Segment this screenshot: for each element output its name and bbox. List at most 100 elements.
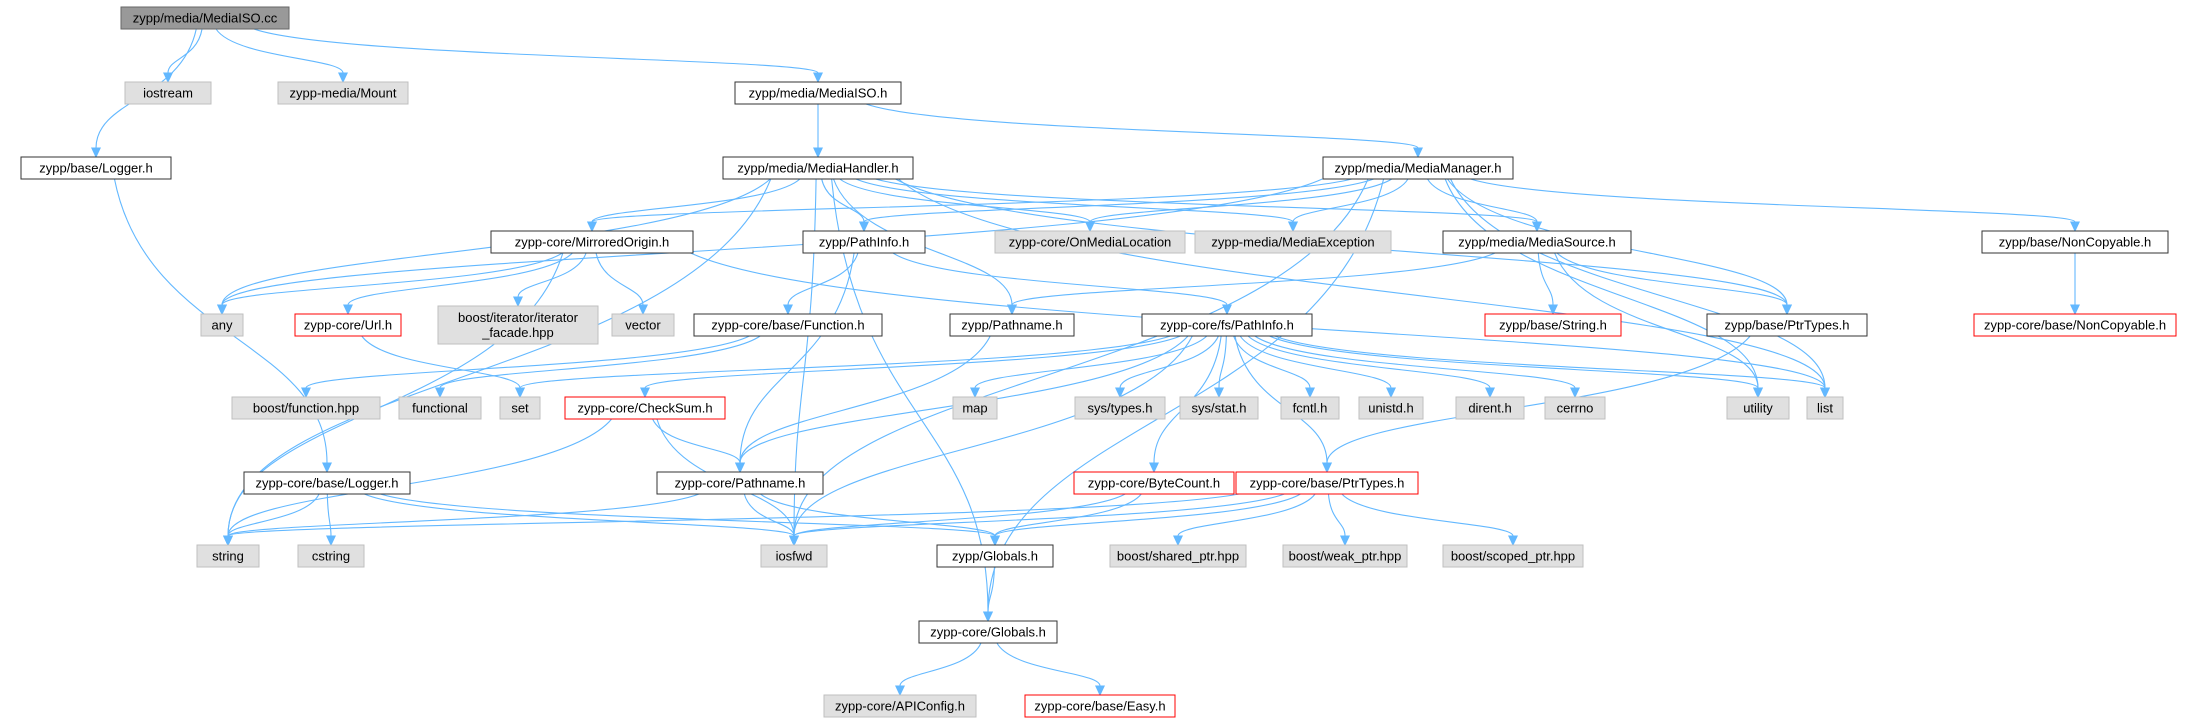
- node-label: zypp/Pathname.h: [961, 318, 1062, 333]
- arrowhead-icon: [813, 72, 823, 84]
- edge-line: [253, 28, 819, 74]
- edge-noncopyable-to-corenoncopyable: [2070, 252, 2080, 316]
- edge-line: [1554, 252, 1759, 389]
- edge-bytecount-to-iosfwd: [789, 493, 1126, 547]
- node-vector: vector: [611, 313, 675, 337]
- node-easy[interactable]: zypp-core/base/Easy.h: [1024, 694, 1176, 718]
- edge-mirroredorigin-to-any: [217, 252, 563, 316]
- edge-line: [1450, 178, 1826, 389]
- node-mirroredorigin[interactable]: zypp-core/MirroredOrigin.h: [490, 230, 694, 254]
- node-set: set: [499, 396, 541, 420]
- arrowhead-icon: [2070, 221, 2080, 233]
- node-mediasource[interactable]: zypp/media/MediaSource.h: [1442, 230, 1632, 254]
- node-label: dirent.h: [1468, 401, 1511, 416]
- node-label: zypp/base/PtrTypes.h: [1724, 318, 1849, 333]
- arrowhead-icon: [1115, 387, 1125, 399]
- node-fspathinfo[interactable]: zypp-core/fs/PathInfo.h: [1141, 313, 1313, 337]
- edge-line: [833, 178, 1013, 306]
- node-corepathname[interactable]: zypp-core/Pathname.h: [656, 471, 824, 495]
- arrowhead-icon: [1413, 147, 1423, 159]
- arrowhead-icon: [338, 72, 348, 84]
- node-checksum[interactable]: zypp-core/CheckSum.h: [564, 396, 726, 420]
- node-label: cstring: [312, 549, 350, 564]
- node-box: [1981, 230, 2169, 254]
- node-box: [196, 544, 260, 568]
- edge-root-to-mediaiso_h: [253, 28, 823, 84]
- edge-line: [974, 335, 1208, 389]
- node-box: [200, 313, 244, 337]
- edge-line: [739, 335, 991, 464]
- node-coreglobals[interactable]: zypp-core/Globals.h: [918, 620, 1058, 644]
- node-noncopyable[interactable]: zypp/base/NonCopyable.h: [1981, 230, 2169, 254]
- edge-line: [987, 566, 995, 613]
- node-label: zypp/media/MediaManager.h: [1335, 161, 1502, 176]
- node-mediaiso-h[interactable]: zypp/media/MediaISO.h: [734, 81, 902, 105]
- edge-line: [644, 335, 1181, 389]
- edge-line: [517, 252, 587, 298]
- edge-coreglobals-to-easy: [996, 642, 1105, 697]
- node-box: [1074, 396, 1166, 420]
- arrowhead-icon: [1007, 304, 1017, 316]
- edge-fspathinfo-to-set: [515, 335, 1171, 399]
- node-mediamanager[interactable]: zypp/media/MediaManager.h: [1322, 156, 1514, 180]
- arrowhead-icon: [1340, 535, 1350, 547]
- node-corenoncopyable[interactable]: zypp-core/base/NonCopyable.h: [1973, 313, 2177, 337]
- node-box: [277, 81, 409, 105]
- node-box: [124, 81, 212, 105]
- node-baseptrtypes[interactable]: zypp/base/PtrTypes.h: [1706, 313, 1868, 337]
- node-bytecount[interactable]: zypp-core/ByteCount.h: [1073, 471, 1235, 495]
- edge-corelogger-to-iosfwd: [364, 493, 799, 547]
- edge-line: [215, 28, 344, 74]
- node-label: zypp-core/base/PtrTypes.h: [1250, 476, 1405, 491]
- node-label: iostream: [143, 86, 193, 101]
- edge-line: [1239, 335, 1392, 389]
- node-pathname[interactable]: zypp/Pathname.h: [949, 313, 1075, 337]
- node-label: zypp/media/MediaISO.cc: [133, 11, 278, 26]
- node-label: zypp/Globals.h: [952, 549, 1038, 564]
- edge-line: [1537, 252, 1554, 306]
- edge-line: [305, 335, 750, 389]
- node-label: any: [212, 318, 233, 333]
- edge-coreglobals-to-apiconfig: [895, 642, 982, 697]
- node-box: [1706, 313, 1868, 337]
- edge-line: [793, 493, 1126, 537]
- node-box: [1235, 471, 1419, 495]
- node-box: [949, 313, 1075, 337]
- node-pathinfo[interactable]: zypp/PathInfo.h: [802, 230, 926, 254]
- node-label: zypp-core/APIConfig.h: [835, 699, 965, 714]
- node-label: zypp-core/MirroredOrigin.h: [515, 235, 670, 250]
- arrowhead-icon: [789, 535, 799, 547]
- node-corelogger[interactable]: zypp-core/base/Logger.h: [243, 471, 411, 495]
- node-box: [1726, 396, 1790, 420]
- node-url[interactable]: zypp-core/Url.h: [294, 313, 402, 337]
- edge-mediahandler-to-mirroredorigin: [587, 178, 801, 233]
- node-root[interactable]: zypp/media/MediaISO.cc: [120, 6, 290, 30]
- edge-line: [439, 335, 761, 389]
- arrowhead-icon: [91, 147, 101, 159]
- node-label: boost/iterator/iterator: [458, 310, 579, 325]
- node-coreptrtypes[interactable]: zypp-core/base/PtrTypes.h: [1235, 471, 1419, 495]
- node-apiconfig: zypp-core/APIConfig.h: [823, 694, 977, 718]
- edge-line: [739, 252, 855, 464]
- node-box: [823, 694, 977, 718]
- node-base-logger[interactable]: zypp/base/Logger.h: [20, 156, 172, 180]
- node-mediahandler[interactable]: zypp/media/MediaHandler.h: [722, 156, 914, 180]
- node-label: zypp/media/MediaHandler.h: [737, 161, 898, 176]
- arrowhead-icon: [1820, 387, 1830, 399]
- arrowhead-icon: [783, 304, 793, 316]
- node-label: zypp/media/MediaSource.h: [1458, 235, 1616, 250]
- arrowhead-icon: [1386, 387, 1396, 399]
- arrowhead-icon: [322, 462, 332, 474]
- node-function[interactable]: zypp-core/base/Function.h: [693, 313, 883, 337]
- node-basestring[interactable]: zypp/base/String.h: [1484, 313, 1622, 337]
- edge-line: [167, 28, 203, 74]
- edge-line: [221, 178, 771, 306]
- node-box: [918, 620, 1058, 644]
- node-zyppglobals[interactable]: zypp/Globals.h: [936, 544, 1054, 568]
- edge-fspathinfo-to-checksum: [640, 335, 1181, 399]
- node-label: _facade.hpp: [481, 325, 554, 340]
- node-box: [656, 471, 824, 495]
- edge-mediasource-to-baseptrtypes: [1556, 252, 1792, 316]
- edge-line: [519, 335, 1171, 389]
